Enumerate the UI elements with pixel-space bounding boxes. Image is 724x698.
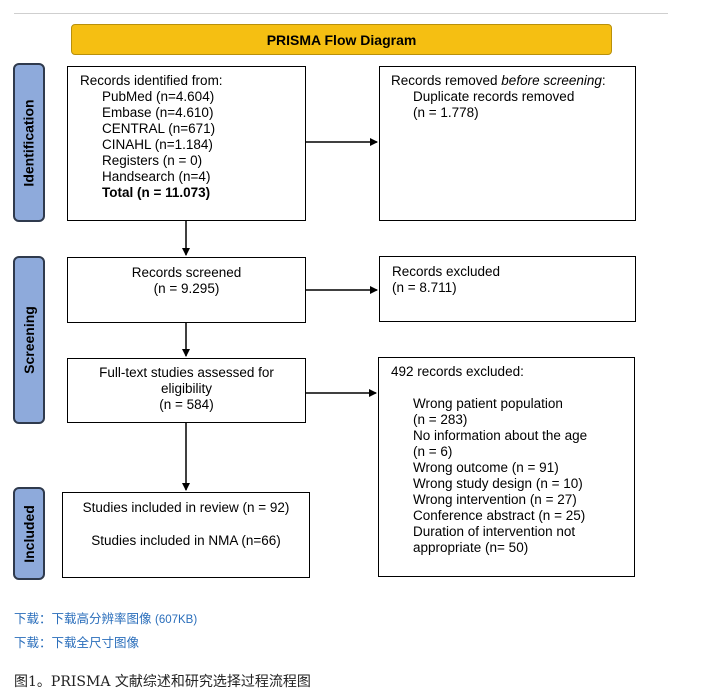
excluded-count: (n = 8.711) xyxy=(392,280,457,295)
exclusion-reason: (n = 283) xyxy=(413,412,468,427)
records-identified-box: Records identified from: PubMed (n=4.604… xyxy=(67,66,306,221)
removed-heading-suffix: : xyxy=(601,73,606,88)
download-high-res-link[interactable]: 下载：下载高分辨率图像 (607KB) xyxy=(14,608,197,627)
stage-included: Included xyxy=(13,487,45,580)
exclusion-reason: Wrong outcome (n = 91) xyxy=(413,460,559,475)
exclusion-reason: Wrong intervention (n = 27) xyxy=(413,492,577,507)
exclusion-reason: Duration of intervention not xyxy=(413,524,576,539)
fulltext-excluded-box: 492 records excluded: Wrong patient popu… xyxy=(378,357,635,577)
studies-included-box: Studies included in review (n = 92) Stud… xyxy=(62,492,310,578)
diagram-title: PRISMA Flow Diagram xyxy=(71,24,612,55)
fulltext-assessed-box: Full-text studies assessed for eligibili… xyxy=(67,358,306,423)
fulltext-excluded-heading: 492 records excluded: xyxy=(391,364,524,379)
removed-heading-prefix: Records removed xyxy=(391,73,502,88)
exclusion-reason: Wrong patient population xyxy=(413,396,563,411)
records-screened-box: Records screened (n = 9.295) xyxy=(67,257,306,323)
source-handsearch: Handsearch (n=4) xyxy=(102,169,211,184)
identified-sources: PubMed (n=4.604) Embase (n=4.610) CENTRA… xyxy=(80,89,305,201)
exclusion-reason: appropriate (n= 50) xyxy=(413,540,529,555)
download-high-res-label: 下载：下载高分辨率图像 xyxy=(14,612,152,626)
source-central: CENTRAL (n=671) xyxy=(102,121,216,136)
records-removed-box: Records removed before screening: Duplic… xyxy=(379,66,636,221)
identified-total: Total (n = 11.073) xyxy=(102,185,211,200)
figure-caption: 图1。PRISMA 文献综述和研究选择过程流程图 xyxy=(14,674,311,690)
fulltext-line2: eligibility xyxy=(160,381,213,396)
source-cinahl: CINAHL (n=1.184) xyxy=(102,137,213,152)
records-excluded-box: Records excluded (n = 8.711) xyxy=(379,256,636,322)
removed-heading: Records removed before screening: xyxy=(391,73,635,89)
included-nma: Studies included in NMA (n=66) xyxy=(91,533,281,548)
screened-label: Records screened xyxy=(131,265,242,280)
source-embase: Embase (n=4.610) xyxy=(102,105,214,120)
removed-heading-emphasis: before screening xyxy=(501,73,602,88)
top-divider xyxy=(14,13,668,14)
included-review: Studies included in review (n = 92) xyxy=(82,500,290,515)
screened-count: (n = 9.295) xyxy=(153,281,220,296)
flow-arrows xyxy=(182,138,378,491)
exclusion-reason: Conference abstract (n = 25) xyxy=(413,508,586,523)
fulltext-line1: Full-text studies assessed for xyxy=(99,365,274,380)
download-full-size-link[interactable]: 下载：下载全尺寸图像 xyxy=(14,636,140,650)
exclusion-reason: Wrong study design (n = 10) xyxy=(413,476,583,491)
exclusion-reasons: Wrong patient population (n = 283) No in… xyxy=(391,396,634,556)
source-pubmed: PubMed (n=4.604) xyxy=(102,89,215,104)
source-registers: Registers (n = 0) xyxy=(102,153,203,168)
high-res-size: (607KB) xyxy=(155,614,198,626)
excluded-label: Records excluded xyxy=(392,264,501,279)
fulltext-count: (n = 584) xyxy=(159,397,214,412)
identified-heading: Records identified from: xyxy=(80,73,223,88)
removed-item: Duplicate records removed xyxy=(413,89,575,104)
stage-identification: Identification xyxy=(13,63,45,222)
exclusion-reason: (n = 6) xyxy=(413,444,453,459)
removed-count: (n = 1.778) xyxy=(413,105,479,120)
exclusion-reason: No information about the age xyxy=(413,428,588,443)
stage-screening: Screening xyxy=(13,256,45,424)
